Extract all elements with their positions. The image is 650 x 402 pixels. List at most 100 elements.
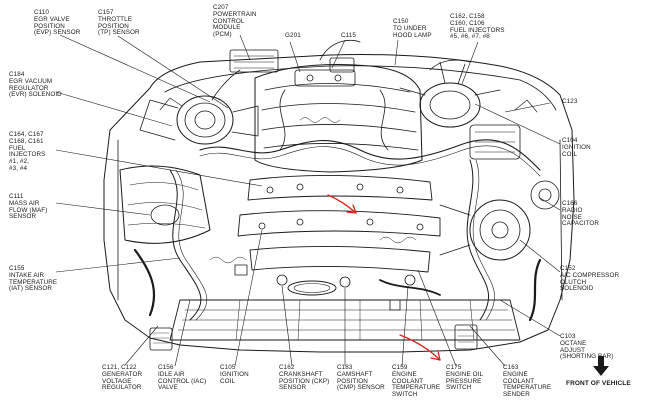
label-line: C111 <box>9 193 24 200</box>
label-line: EGR VACUUM <box>9 77 53 85</box>
label-line: POSITION (CKP) <box>279 377 330 385</box>
label-line: #1, #2, <box>9 158 29 166</box>
label-line: FLOW (MAF) <box>9 206 48 214</box>
label-line: C121, C122 <box>102 364 137 371</box>
label-line: MASS AIR <box>9 199 40 207</box>
label-line: (SHORTING BAR) <box>560 353 614 361</box>
label-g201: G201 <box>285 32 301 40</box>
label-line: C166 <box>562 200 578 207</box>
label-line: C168, C161 <box>9 137 44 145</box>
label-line: C152 <box>560 265 576 272</box>
label-line: ENGINE <box>503 370 528 378</box>
label-line: C105 <box>220 364 236 371</box>
label-line: FRONT OF VEHICLE <box>566 380 631 387</box>
engine-illustration <box>103 39 575 353</box>
label-line: (TP) SENSOR <box>98 29 140 37</box>
label-line: SENSOR <box>279 384 307 392</box>
label-line: C207 <box>213 4 229 11</box>
label-line: POSITION <box>98 22 129 30</box>
label-c123: C123 <box>562 98 578 106</box>
label-line: (CMP) SENSOR <box>337 384 385 392</box>
label-line: C175 <box>446 364 462 371</box>
red-arrow-lower <box>399 334 441 361</box>
label-line: C110 <box>34 9 49 16</box>
label-line: #3, #4 <box>9 164 28 172</box>
label-line: INTAKE AIR <box>9 271 45 279</box>
label-line: C155 <box>9 265 25 272</box>
label-line: ENGINE <box>392 370 417 378</box>
label-line: FUEL INJECTORS <box>450 26 505 34</box>
label-line: COIL <box>562 150 578 158</box>
label-line: TEMPERATURE <box>503 384 552 392</box>
label-line: (IAT) SENSOR <box>9 285 53 293</box>
label-line: C162 <box>279 364 295 371</box>
label-line: C162, C158 <box>450 13 485 20</box>
label-line: SWITCH <box>392 391 418 399</box>
label-line: CONTROL (IAC) <box>158 377 207 385</box>
label-line: SENSOR <box>9 213 37 221</box>
label-line: COOLANT <box>503 377 535 385</box>
label-line: C150 <box>393 18 409 25</box>
label-line: C115 <box>341 32 356 39</box>
label-line: A/C COMPRESSOR <box>560 271 620 279</box>
label-line: MODULE <box>213 24 241 32</box>
label-line: NOISE <box>562 213 583 221</box>
label-c115: C115 <box>341 32 356 40</box>
label-line: REGULATOR <box>9 84 49 92</box>
label-line: C103 <box>560 333 576 340</box>
front-of-vehicle-arrow-icon <box>593 356 609 376</box>
label-line: ENGINE OIL <box>446 370 484 378</box>
label-line: CONTROL <box>213 17 245 25</box>
label-line: HOOD LAMP <box>393 31 432 39</box>
label-line: (PCM) <box>213 31 232 39</box>
label-line: IDLE AIR <box>158 370 185 378</box>
label-line: OCTANE <box>560 339 587 347</box>
label-line: C160, C106 <box>450 19 485 27</box>
label-line: C123 <box>562 98 578 105</box>
label-line: CLUTCH <box>560 278 587 286</box>
label-front-of-vehicle: FRONT OF VEHICLE <box>566 380 631 388</box>
label-line: POSITION <box>337 377 368 385</box>
label-line: TO UNDER <box>393 24 427 32</box>
label-line: SOLENOID <box>560 285 594 293</box>
label-line: #5, #6, #7, #8 <box>450 33 490 41</box>
label-line: TEMPERATURE <box>9 278 58 286</box>
label-line: C157 <box>98 9 114 16</box>
label-line: C159 <box>392 364 408 371</box>
label-line: EGR VALVE <box>34 15 70 23</box>
label-line: (EVP) SENSOR <box>34 29 81 37</box>
label-line: TEMPERATURE <box>392 384 441 392</box>
label-line: IGNITION <box>562 143 591 151</box>
label-line: RADIO <box>562 206 583 214</box>
label-line: (EVR) SOLENOID <box>9 91 62 99</box>
leader-lines <box>55 34 561 367</box>
label-line: C184 <box>9 71 25 78</box>
label-line: C183 <box>337 364 353 371</box>
label-line: SENDER <box>503 391 530 399</box>
label-line: POWERTRAIN <box>213 10 257 18</box>
label-line: THROTTLE <box>98 15 133 23</box>
label-line: GENERATOR <box>102 370 143 378</box>
label-line: FUEL <box>9 144 26 152</box>
label-line: REGULATOR <box>102 384 142 392</box>
label-line: C164, C167 <box>9 131 44 138</box>
